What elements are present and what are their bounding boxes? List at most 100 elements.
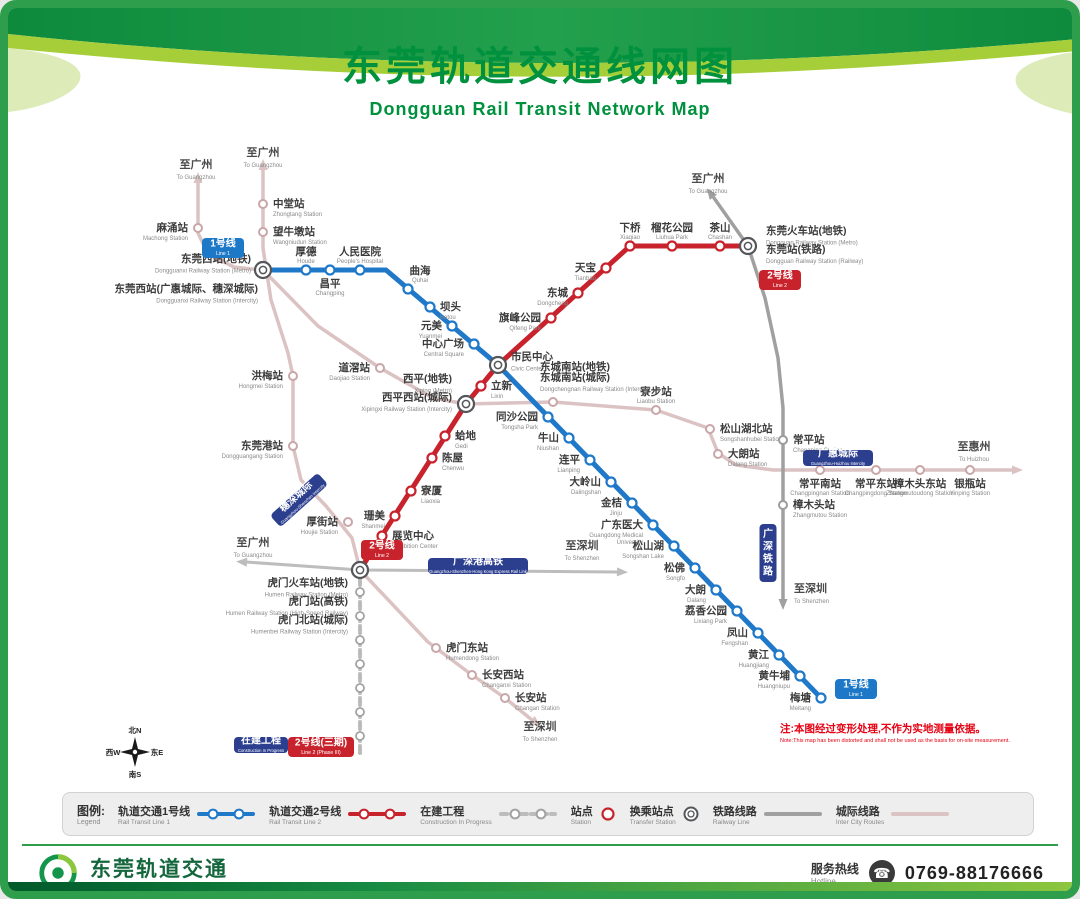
legend-label-en: Inter City Routes	[835, 818, 885, 826]
map-station	[300, 264, 312, 276]
map-label: Line 2	[375, 553, 389, 559]
map-station	[193, 223, 203, 233]
map-label: Humendong Station	[446, 656, 499, 662]
hotline-label-zh: 服务热线	[810, 862, 859, 876]
map-label: Jinju	[610, 511, 622, 517]
ic-legend-icon	[891, 812, 950, 816]
station-legend-icon	[601, 807, 615, 821]
map-line-line1	[260, 267, 824, 701]
map-line-hsr	[244, 560, 620, 574]
map-station	[424, 301, 436, 313]
legend-label-en: Rail Transit Line 1	[118, 818, 171, 826]
map-label: 市民中心	[511, 350, 553, 363]
map-label: 东城南站(地铁)	[540, 360, 610, 373]
map-label: Zhangmutou Station	[793, 513, 847, 519]
map-station	[600, 262, 612, 274]
map-label: Changan Station	[515, 706, 560, 712]
legend-label-zh: 在建工程	[420, 805, 465, 818]
legend-title-zh: 图例:	[77, 804, 105, 818]
map-label: Humenbei Railway Station (Intercity)	[251, 630, 348, 636]
cons-legend-icon	[498, 808, 557, 820]
map-station	[475, 380, 487, 392]
map-station	[815, 465, 825, 475]
map-label: 1号线	[210, 237, 236, 250]
map-label: Line 1	[849, 692, 863, 698]
map-label: Changpingnan Station	[790, 491, 849, 497]
map-label: To Guangzhou	[688, 189, 727, 195]
map-label: Fengshan	[721, 641, 748, 647]
direction-arrow-icon	[778, 599, 788, 610]
map-label: 寮厦	[420, 484, 442, 497]
map-station	[624, 240, 636, 252]
map-label: Changping Station	[793, 448, 842, 454]
map-label: 西平(地铁)	[403, 372, 452, 385]
map-label: 银瓶站	[954, 477, 986, 490]
map-label: Yinping Station	[950, 491, 990, 497]
line-badge: 2号线(三期)Line 2 (Phase III)	[288, 736, 354, 757]
map-label: Huangniupu	[758, 684, 790, 690]
map-label: 松佛	[664, 561, 685, 574]
map-label: 至广州	[692, 171, 725, 185]
map-label: Qifeng Park	[509, 326, 542, 332]
map-label: Songshanhubei Station	[720, 437, 782, 443]
map-label: Houjie Station	[301, 530, 338, 536]
map-station	[376, 530, 388, 542]
map-label: Daojiao Station	[329, 376, 370, 382]
map-station	[871, 465, 881, 475]
map-station	[710, 584, 722, 596]
map-label: 东莞火车站(地铁)	[766, 224, 847, 237]
map-label: To Shenzhen	[564, 556, 599, 562]
map-label: Machong Station	[143, 236, 188, 242]
map-station	[815, 692, 827, 704]
direction-arrow-icon	[616, 567, 628, 577]
map-label: 北N	[129, 725, 142, 735]
map-label: Songfo	[666, 576, 686, 582]
map-label: 金桔	[600, 496, 622, 509]
map-label: Shanmei	[361, 524, 385, 530]
map-label: 凤山	[727, 626, 748, 639]
map-station	[915, 465, 925, 475]
map-label: Line 2 (Phase III)	[301, 750, 341, 756]
map-label: Dongguangang Station	[222, 454, 283, 460]
map-station	[355, 611, 365, 621]
map-station	[446, 320, 458, 332]
map-label: Changanxi Station	[482, 683, 531, 689]
map-label: Huangjiang	[739, 663, 769, 669]
map-label: Line 1	[216, 251, 230, 257]
map-label: Liaoxia	[421, 499, 441, 505]
map-station	[965, 465, 975, 475]
map-label: Zhongtang Station	[273, 212, 322, 218]
map-label: 道滘站	[339, 361, 371, 374]
map-station	[689, 562, 701, 574]
map-label: 东城	[547, 286, 568, 299]
map-station	[389, 510, 401, 522]
map-label: 荔香公园	[684, 604, 727, 617]
map-label: Lixin	[491, 394, 503, 400]
map-label: 西W	[106, 748, 121, 757]
map-station	[626, 497, 638, 509]
phone-icon: ☎	[868, 860, 895, 886]
map-label: 洪梅站	[252, 369, 284, 382]
hotline-label: 服务热线 Hotline	[811, 860, 859, 886]
map-label: 至深圳	[794, 581, 827, 595]
map-station	[355, 707, 365, 717]
direction-arrow-icon	[706, 188, 717, 200]
transfer-station-icon	[488, 355, 508, 375]
map-label: 麻涌站	[156, 221, 189, 234]
map-label: 南S	[129, 769, 142, 779]
map-label: 厚街站	[307, 515, 339, 528]
map-label: 中堂站	[273, 197, 305, 210]
line1-legend-icon	[197, 808, 256, 820]
map-station	[405, 485, 417, 497]
map-label: Niushan	[537, 446, 559, 452]
map-label: 黄江	[748, 648, 769, 661]
map-label: 广深港高铁	[453, 555, 503, 568]
map-label: Changpingdong Station	[845, 491, 908, 497]
